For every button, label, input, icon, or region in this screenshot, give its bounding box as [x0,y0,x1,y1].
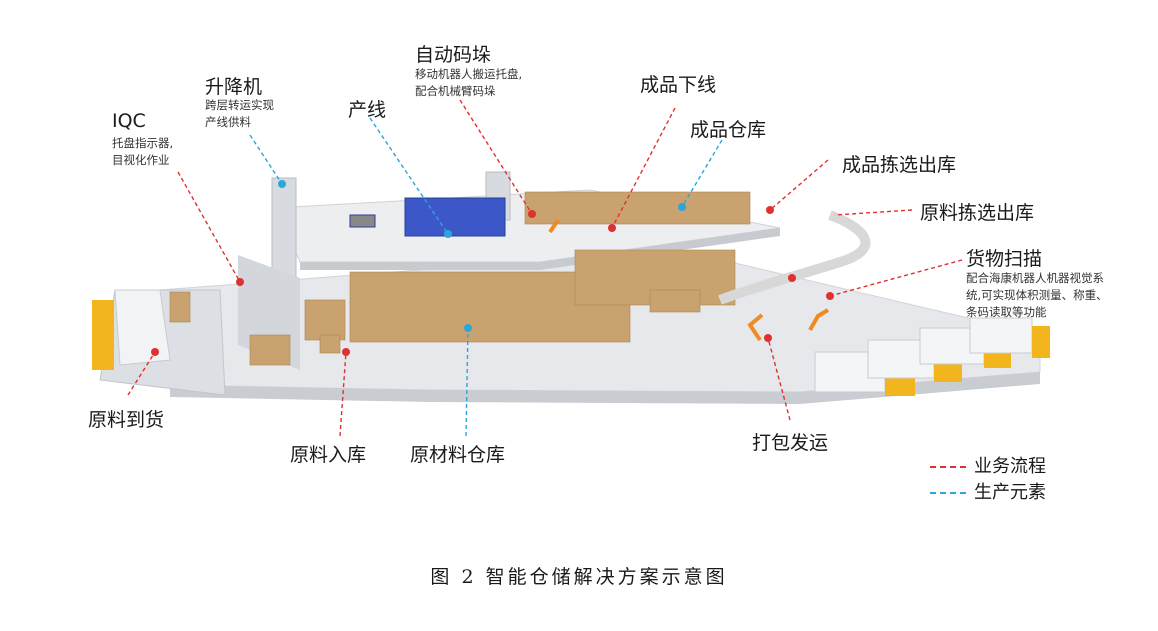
legend-production: 生产元素 [930,478,1046,504]
legend-production-label: 生产元素 [974,482,1046,503]
label-stack-title: 自动码垛 [415,40,491,67]
label-iqc-title: IQC [112,110,146,132]
legend-business-label: 业务流程 [974,456,1046,477]
legend-production-swatch [930,492,966,494]
label-scan-sub: 配合海康机器人机器视觉系 统,可实现体积测量、称重、 条码读取等功能 [966,270,1108,321]
legend-business-swatch [930,466,966,468]
label-stack-sub: 移动机器人搬运托盘, 配合机械臂码垛 [415,66,522,100]
label-rm-arrive: 原料到货 [88,405,164,432]
label-ship: 打包发运 [752,428,828,455]
label-fg-warehouse: 成品仓库 [690,115,766,142]
legend-business: 业务流程 [930,452,1046,478]
label-lift-sub: 跨层转运实现 产线供料 [205,97,274,131]
label-scan-title: 货物扫描 [966,244,1042,271]
label-rm-in: 原料入库 [290,440,366,467]
label-line-title: 产线 [348,95,386,122]
label-iqc-sub: 托盘指示器, 目视化作业 [112,135,173,169]
label-rm-warehouse: 原材料仓库 [410,440,505,467]
label-fg-pick: 成品拣选出库 [842,150,956,177]
figure-caption: 图 2 智能仓储解决方案示意图 [0,562,1158,589]
label-rm-pick: 原料拣选出库 [920,198,1034,225]
inbound-truck [92,290,170,370]
label-fg-down: 成品下线 [640,70,716,97]
label-lift-title: 升降机 [205,72,262,99]
